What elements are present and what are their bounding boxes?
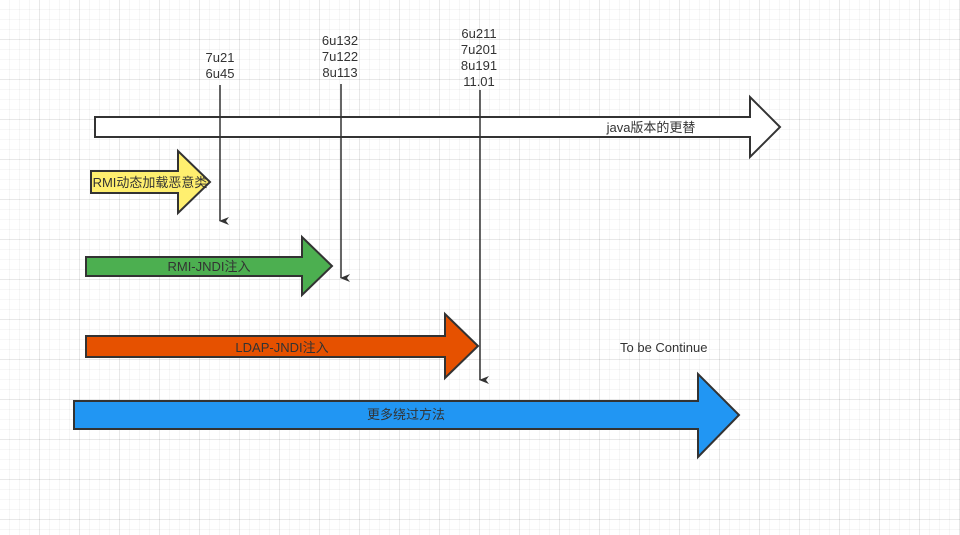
rmi-dynamic-load-label: RMI动态加载恶意类 — [92, 175, 208, 190]
java-timeline-arrow — [94, 94, 782, 160]
rmi-jndi-arrow — [85, 234, 334, 298]
java-timeline-label: java版本的更替 — [606, 120, 696, 135]
version-3-line-2: 7u201 — [460, 42, 498, 57]
version-1-line-2: 6u45 — [205, 66, 235, 81]
version-3-line-4: 11.01 — [463, 74, 495, 89]
ldap-jndi-arrow — [85, 311, 480, 381]
to-be-continued-note: To be Continue — [620, 340, 708, 355]
version-label-3: 6u211 7u201 8u191 11.01 — [461, 26, 497, 90]
rmi-dynamic-load-arrow — [90, 148, 212, 216]
bypass-methods-label: 更多绕过方法 — [366, 407, 446, 422]
version-2-line-3: 8u113 — [322, 65, 358, 80]
version-label-1: 7u21 6u45 — [206, 50, 235, 82]
version-1-line-1: 7u21 — [205, 50, 235, 65]
rmi-jndi-label: RMI-JNDI注入 — [167, 259, 251, 274]
version-3-line-3: 8u191 — [460, 58, 498, 73]
ldap-jndi-label: LDAP-JNDI注入 — [235, 340, 329, 355]
version-2-line-2: 7u122 — [321, 49, 359, 64]
bypass-methods-arrow — [73, 371, 741, 460]
version-3-line-1: 6u211 — [461, 26, 497, 41]
version-label-2: 6u132 7u122 8u113 — [322, 33, 358, 81]
version-2-line-1: 6u132 — [321, 33, 359, 48]
